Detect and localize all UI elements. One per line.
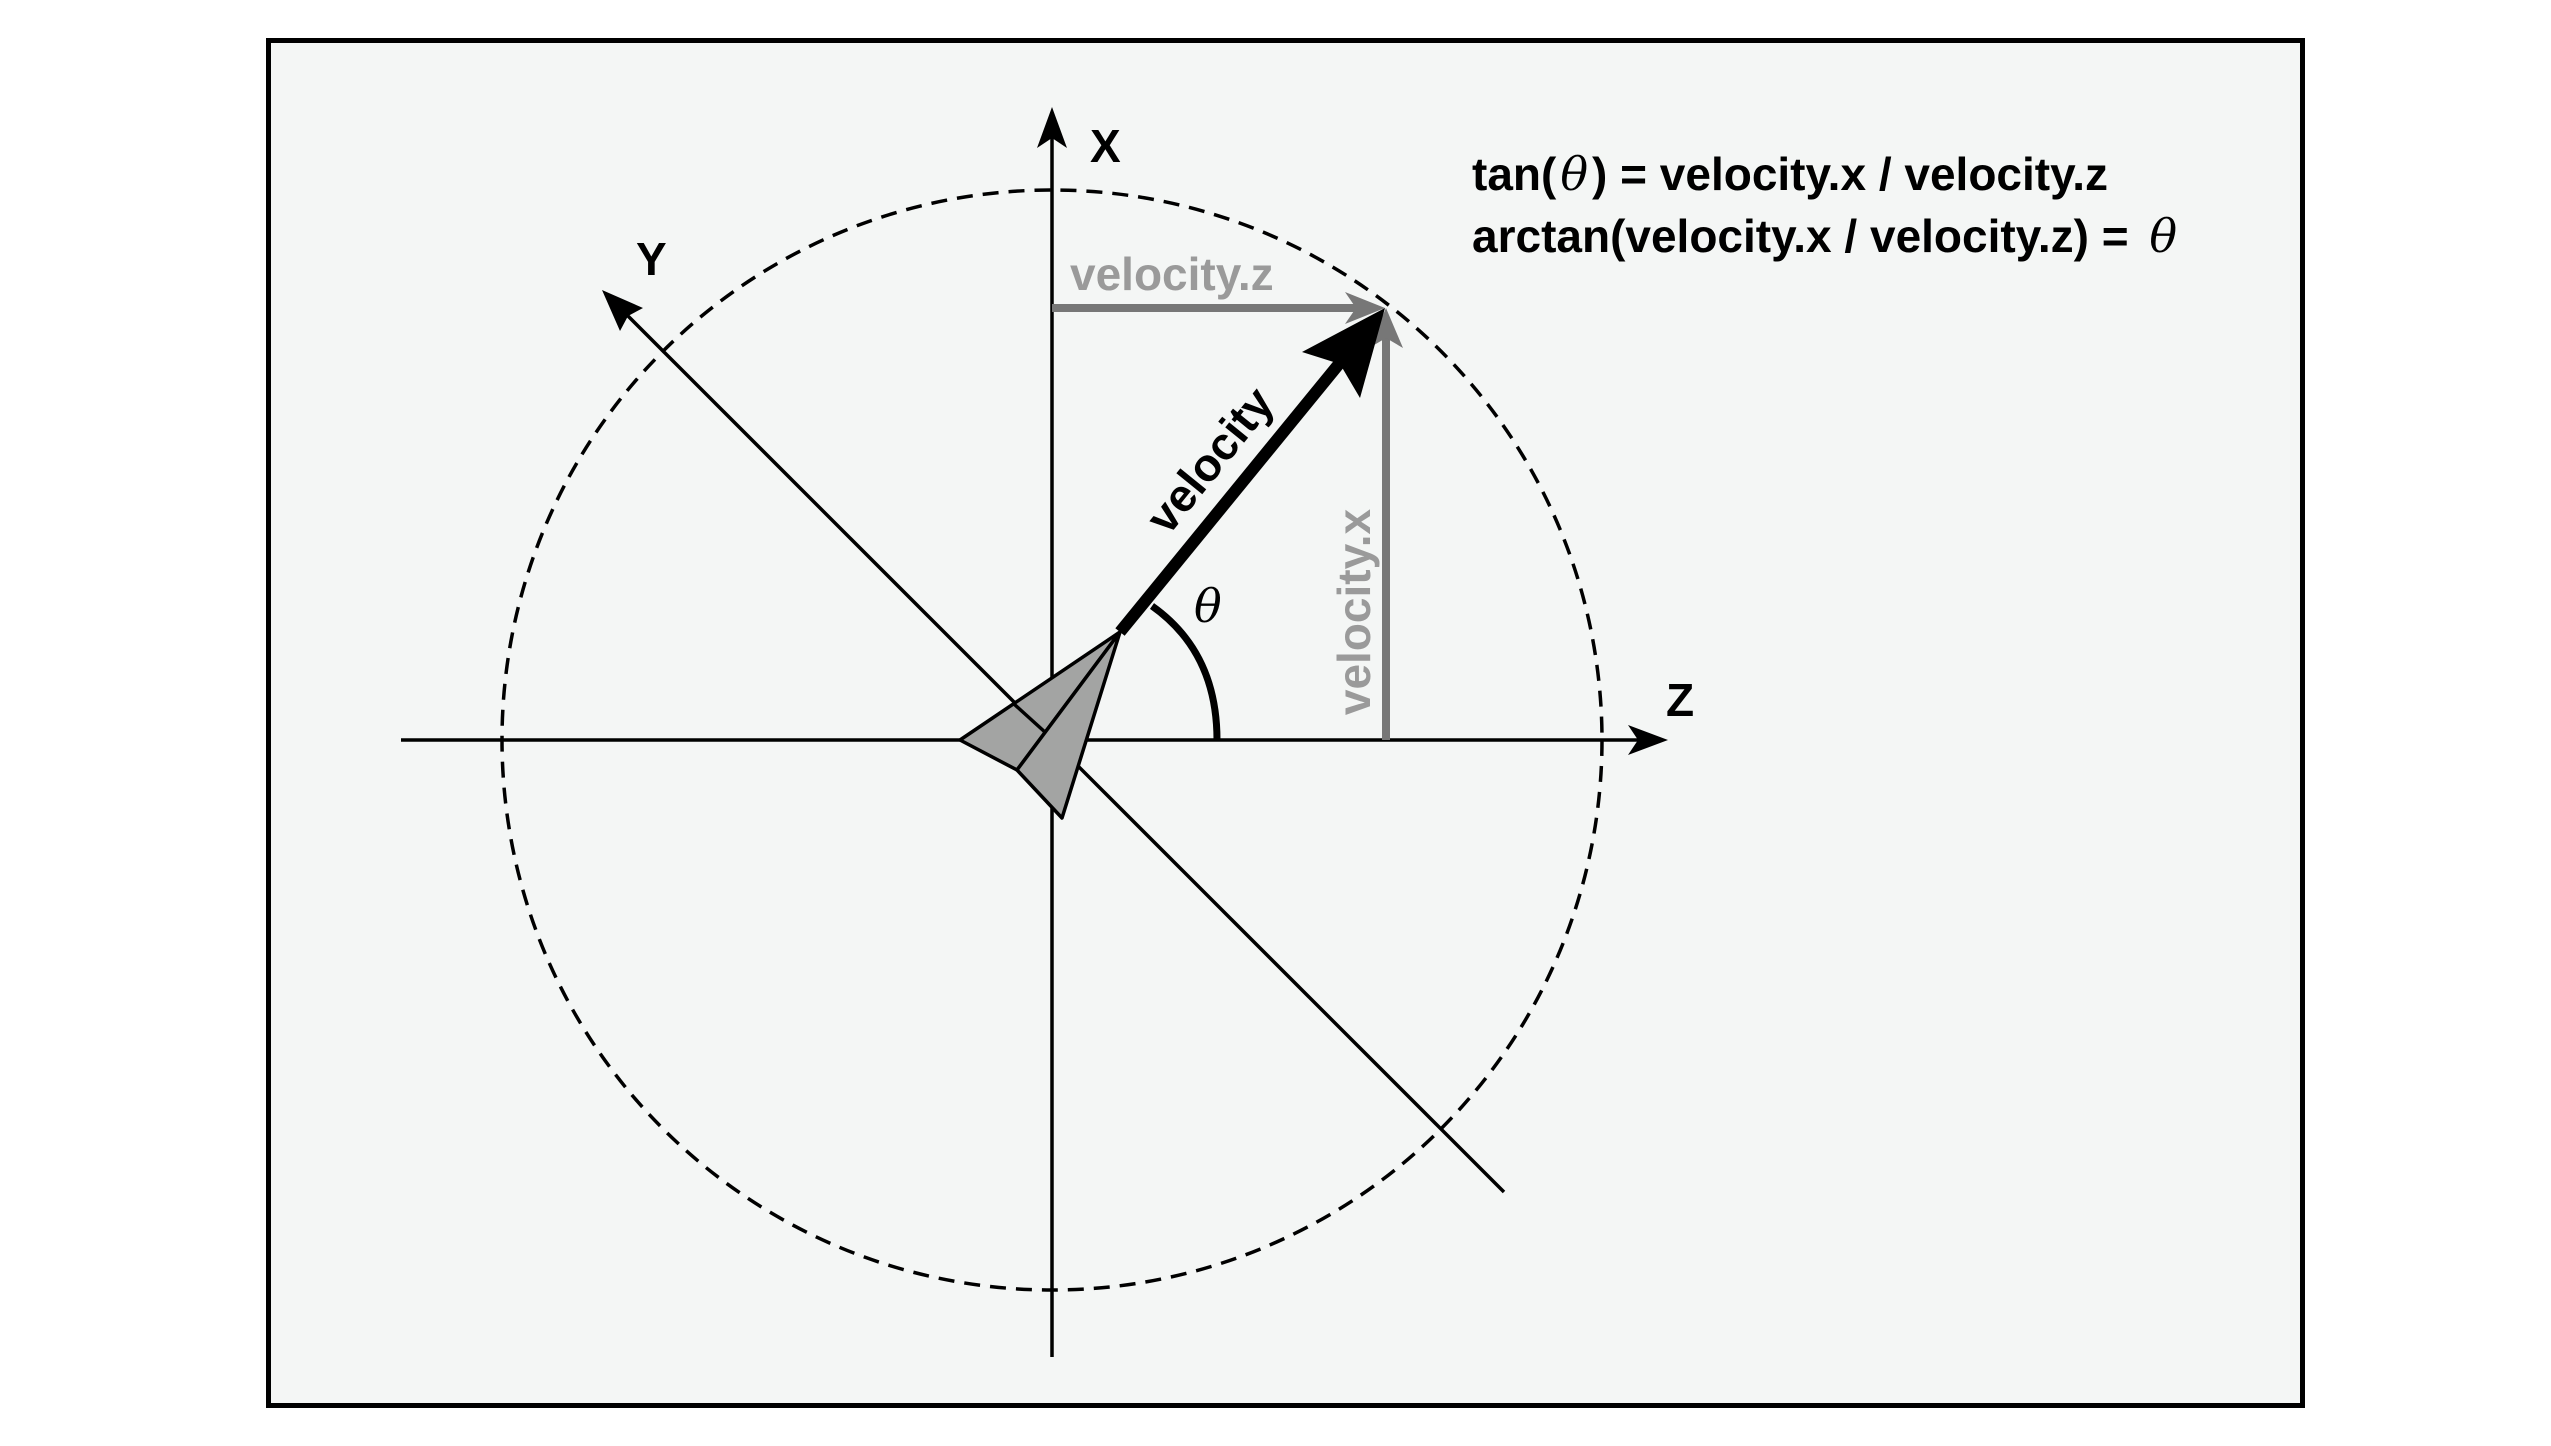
theta-angle-arc [1149,603,1221,741]
velocity-arrowhead-icon [1302,308,1385,398]
theta-label: θ [1194,579,1222,633]
velocity-z-arrow [1052,292,1385,324]
diagram-frame [266,38,2305,1408]
formula-tan: tan(θ) = velocity.x / velocity.z [1472,147,2108,201]
x-axis-arrowhead-icon [1037,107,1067,148]
velocity-vector-arrow [1115,308,1385,636]
formula-tan-theta: θ [1560,147,1588,201]
formula-tan-prefix: tan( [1472,148,1557,200]
velocity-x-arrowhead-icon [1369,308,1403,348]
velocity-x-label: velocity.x [1328,508,1380,715]
x-axis-label: X [1090,120,1121,172]
formula-arctan-theta: θ [2149,209,2177,263]
y-axis-label: Y [636,233,667,285]
velocity-z-arrowhead-icon [1345,292,1385,324]
formula-tan-suffix: ) = velocity.x / velocity.z [1592,148,2108,200]
formula-arctan: arctan(velocity.x / velocity.z) = θ [1472,209,2177,263]
velocity-x-arrow [1369,308,1403,740]
y-axis-arrowhead-icon [602,290,643,331]
z-axis-arrowhead-icon [1628,725,1668,755]
craft-icon [958,630,1122,820]
velocity-z-label: velocity.z [1070,248,1274,300]
formula-arctan-prefix: arctan(velocity.x / velocity.z) = [1472,210,2141,262]
z-axis-label: Z [1666,674,1694,726]
